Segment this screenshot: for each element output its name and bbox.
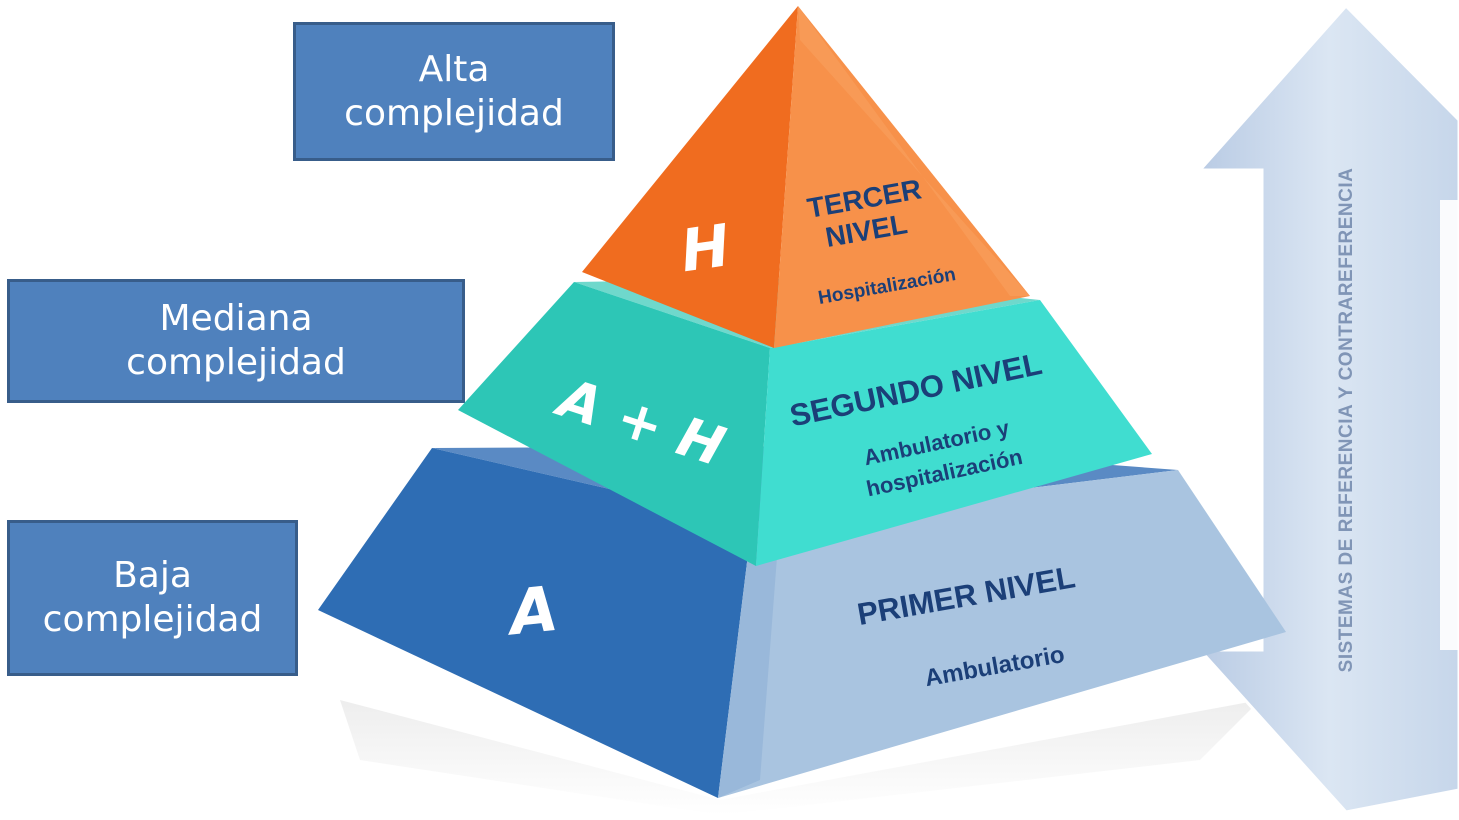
pyramid-top-tier: H TERCER NIVEL Hospitalización	[582, 6, 1030, 348]
top-tier-right-face	[774, 6, 1030, 348]
high-complexity-box: Alta complejidad	[293, 22, 615, 161]
medium-complexity-box: Mediana complejidad	[7, 279, 465, 403]
arrow-inner-panel	[1440, 200, 1459, 650]
bottom-tier-right-shade	[718, 518, 780, 798]
low-complexity-line2: complejidad	[42, 599, 263, 640]
top-tier-letter: H	[676, 211, 734, 285]
bottom-tier-left-face	[318, 448, 752, 798]
high-complexity-line1: Alta	[418, 48, 490, 90]
middle-tier-left-face	[458, 282, 770, 566]
referral-system-label: SISTEMAS DE REFERENCIA Y CONTRAREFERENCI…	[1336, 168, 1357, 673]
high-complexity-line2: complejidad	[344, 92, 564, 134]
medium-complexity-line1: Mediana	[159, 298, 313, 339]
low-complexity-box: Baja complejidad	[7, 520, 298, 676]
arrow-shape	[1196, 3, 1459, 814]
low-complexity-line1: Baja	[113, 555, 192, 596]
middle-tier-right-face	[756, 300, 1152, 566]
floor-shadow	[340, 700, 1260, 815]
pyramid-bottom-tier: A PRIMER NIVEL Ambulatorio	[318, 446, 1286, 798]
referral-double-arrow: SISTEMAS DE REFERENCIA Y CONTRAREFERENCI…	[1196, 3, 1459, 814]
bottom-tier-right-face	[718, 470, 1286, 798]
medium-complexity-line2: complejidad	[126, 342, 346, 383]
top-tier-left-face	[582, 6, 798, 348]
